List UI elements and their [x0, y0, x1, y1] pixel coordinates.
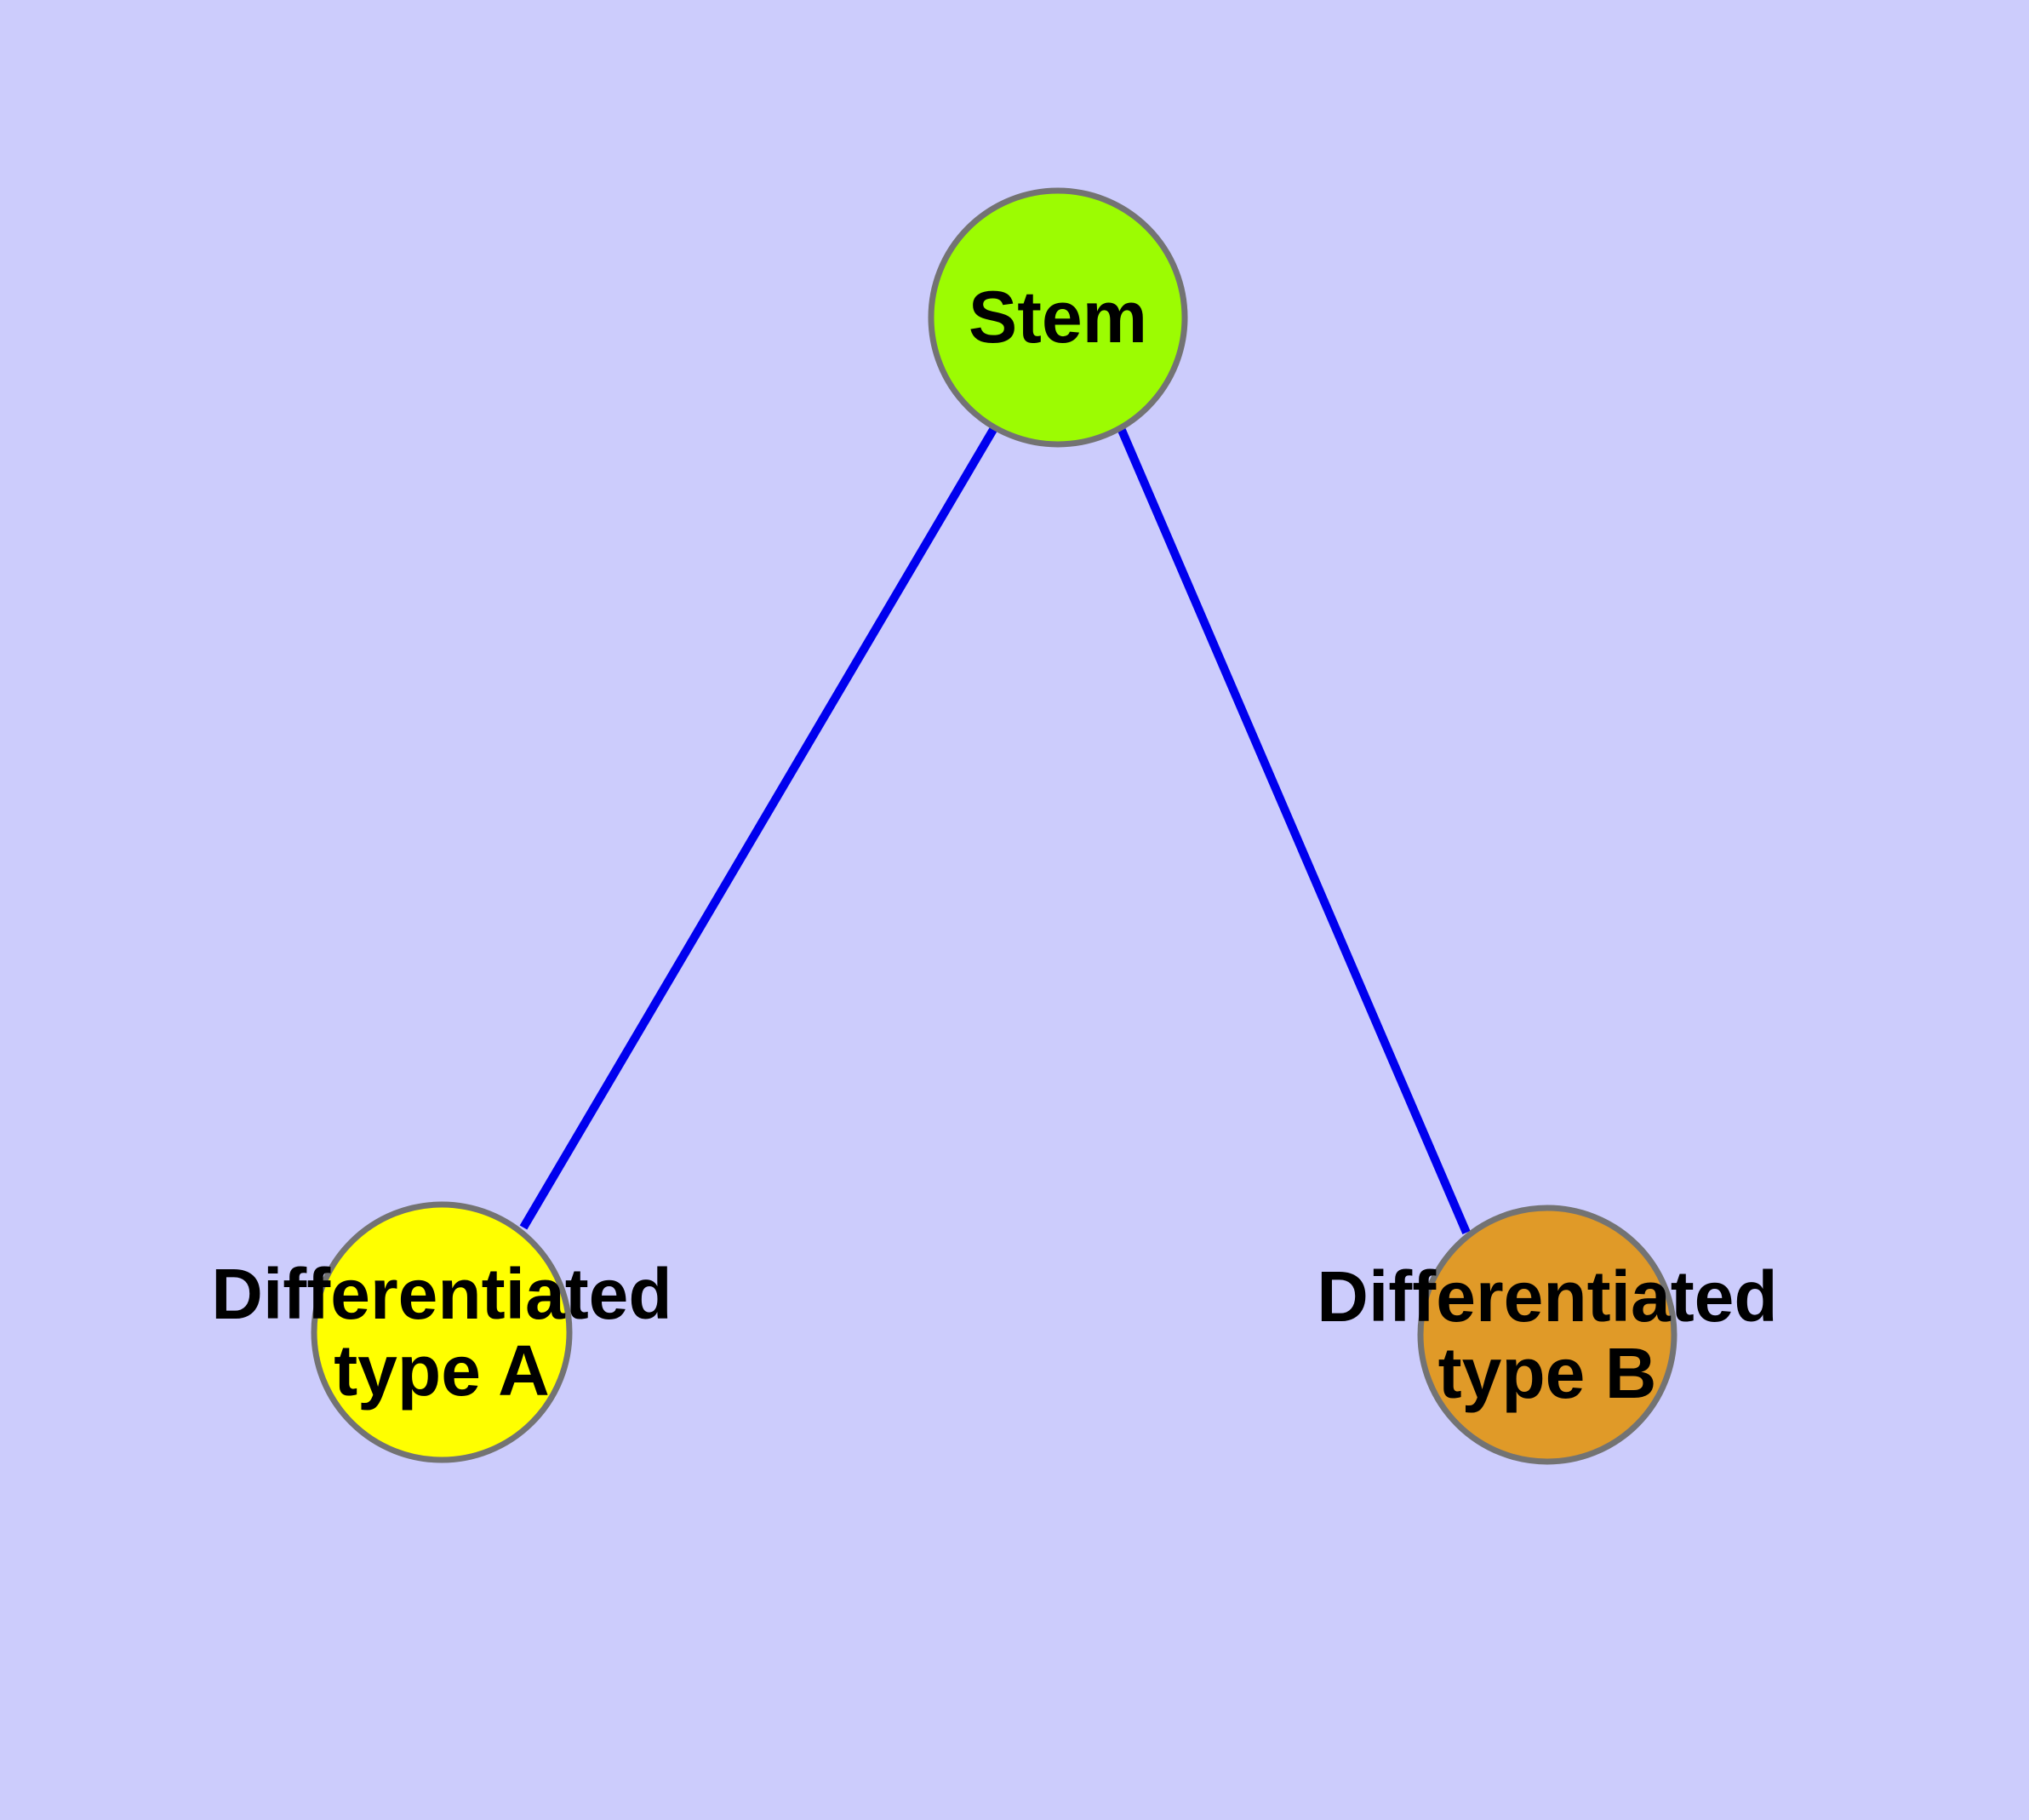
edge-stem-to-type-b[interactable] — [1117, 426, 1471, 1234]
node-stem[interactable] — [928, 187, 1188, 448]
node-diff-type-a[interactable] — [311, 1201, 573, 1463]
nodes-layer — [311, 187, 1677, 1465]
edge-stem-to-type-a[interactable] — [519, 426, 998, 1230]
edges-layer — [519, 426, 1471, 1234]
node-diff-type-b[interactable] — [1417, 1205, 1677, 1465]
